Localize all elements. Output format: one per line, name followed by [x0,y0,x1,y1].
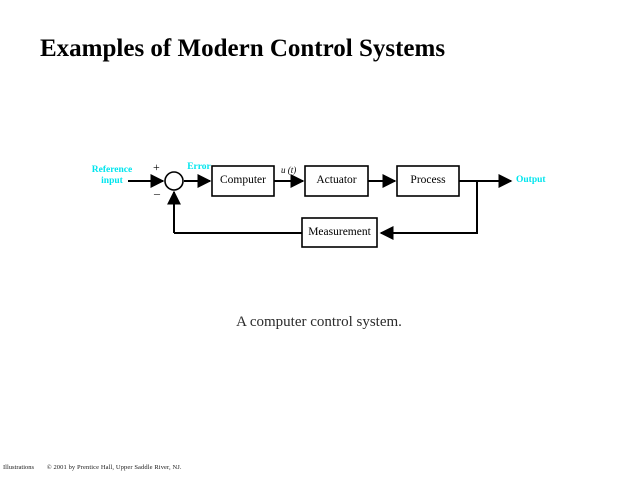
page-title: Examples of Modern Control Systems [40,35,446,62]
footer-label: Illustrations [3,464,35,471]
label-control-signal: u (t) [281,165,297,175]
label-reference-input-line1: Reference [91,165,133,175]
figure-caption: A computer control system. [236,314,402,330]
block-label-actuator: Actuator [316,174,357,186]
block-label-computer: Computer [220,174,266,186]
footer: Illustrations © 2001 by Prentice Hall, U… [3,464,182,471]
label-error: Error [187,162,211,172]
summing-junction [164,171,184,191]
block-label-measurement: Measurement [308,226,371,238]
footer-copyright: © 2001 by Prentice Hall, Upper Saddle Ri… [46,464,182,471]
label-output: Output [516,175,546,185]
block-label-process: Process [410,174,446,186]
block-actuator [304,165,369,197]
block-measurement [301,217,378,248]
plus-sign: + [153,160,160,174]
label-reference-input-line2: input [101,176,123,186]
block-process [396,165,460,197]
label-reference-input: Reference input [83,165,141,187]
block-computer [211,165,275,197]
minus-sign: – [154,186,160,200]
